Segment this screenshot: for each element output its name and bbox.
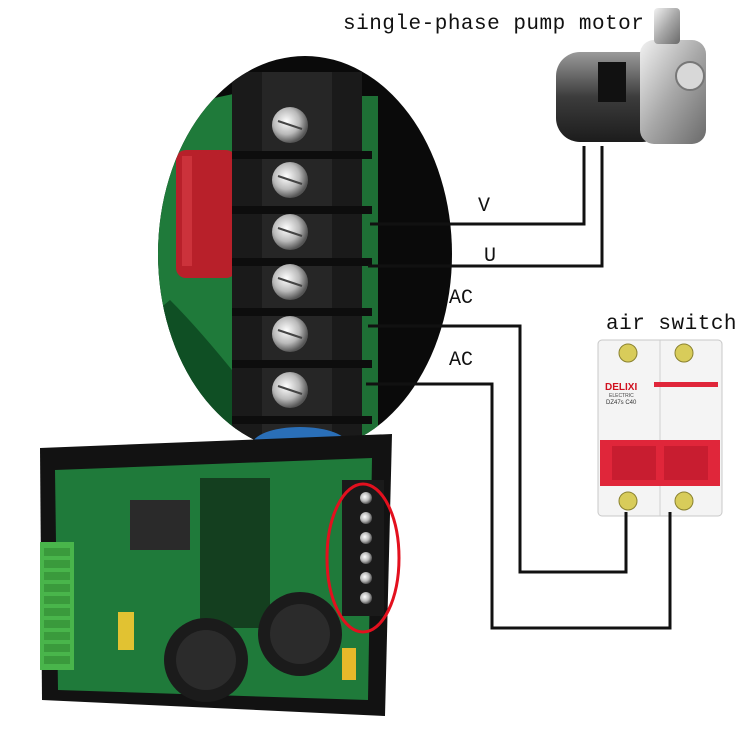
terminal-divider (232, 206, 372, 214)
label-ac-1: AC (449, 287, 474, 310)
screw-slot (277, 385, 303, 395)
strip-pin (44, 644, 70, 652)
strip-pin (44, 608, 70, 616)
screw-slot (277, 120, 303, 130)
wire-v (370, 146, 586, 226)
breaker-top-screw-right (674, 343, 694, 363)
label-v: V (478, 195, 491, 218)
strip-pin (44, 548, 70, 556)
strip-pin (44, 620, 70, 628)
breaker-model: DZ47s C40 (606, 400, 637, 406)
strip-pin (44, 596, 70, 604)
wire-ac-1 (368, 324, 628, 574)
controller-board (40, 434, 401, 716)
air-switch-title: air switch (606, 313, 738, 336)
label-u: U (484, 245, 497, 268)
terminal-divider (232, 416, 372, 424)
strip-pin (44, 560, 70, 568)
label-ac-2: AC (449, 349, 474, 372)
breaker-brand-sub: ELECTRIC (609, 393, 634, 399)
strip-pin (44, 572, 70, 580)
air-switch-breaker (597, 339, 723, 517)
breaker-top-screw-left (618, 343, 638, 363)
breaker-bottom-screw-left (618, 491, 638, 511)
motor-title: single-phase pump motor (343, 13, 645, 36)
board-terminal-screw (360, 512, 372, 524)
wiring (366, 146, 672, 630)
board-terminal-screw (360, 532, 372, 544)
screw-slot (277, 277, 303, 287)
breaker-red-label-bar (654, 382, 718, 387)
terminal-highlight-ellipse (325, 482, 401, 634)
screw-slot (277, 227, 303, 237)
wire-ac-2 (366, 382, 672, 630)
screw-slot (277, 175, 303, 185)
strip-pin (44, 656, 70, 664)
terminal-block-zoom (158, 56, 452, 452)
screw-slot (277, 329, 303, 339)
board-terminal-screw (360, 572, 372, 584)
breaker-brand: DELIXI (605, 382, 638, 393)
board-terminal-screw (360, 592, 372, 604)
breaker-bottom-screw-right (674, 491, 694, 511)
pump-motor (556, 8, 706, 144)
board-terminal-screw (360, 552, 372, 564)
strip-pin (44, 632, 70, 640)
terminal-divider (232, 308, 372, 316)
wire-u (368, 146, 604, 268)
board-terminal-screw (360, 492, 372, 504)
strip-pin (44, 584, 70, 592)
terminal-divider (232, 360, 372, 368)
terminal-divider (232, 258, 372, 266)
terminal-divider (232, 151, 372, 159)
